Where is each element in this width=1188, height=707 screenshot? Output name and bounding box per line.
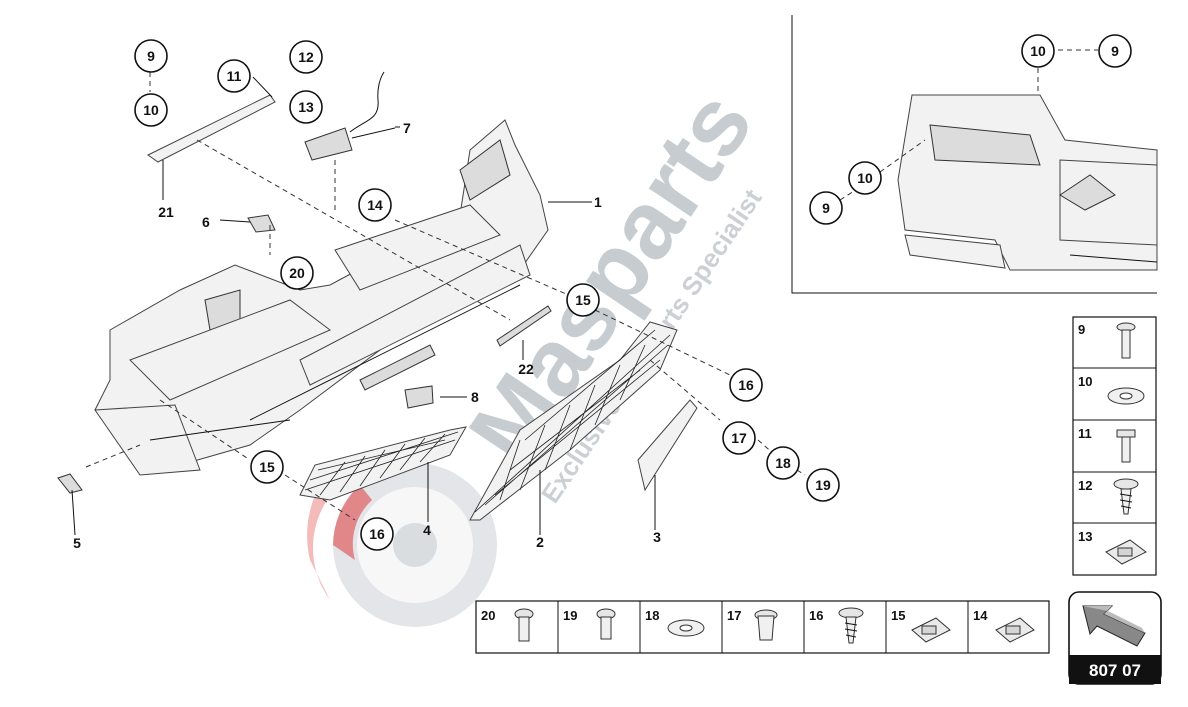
callout-22: 22 bbox=[518, 361, 534, 377]
side-table-label-11: 11 bbox=[1078, 426, 1092, 441]
bottom-fastener-table: 20 19 18 17 16 15 14 bbox=[475, 600, 1050, 654]
direction-arrow-icon bbox=[1082, 605, 1146, 647]
clip-nut-icon bbox=[1105, 539, 1147, 565]
center-grille bbox=[469, 321, 678, 521]
bottom-table-label-18: 18 bbox=[645, 608, 659, 623]
bottom-table-label-20: 20 bbox=[481, 608, 495, 623]
lower-grille-left bbox=[299, 426, 467, 501]
watermark-wheel-icon bbox=[307, 463, 497, 627]
callout-16-left: 16 bbox=[369, 526, 385, 542]
diagram-code: 807 07 bbox=[1089, 661, 1141, 680]
callout-8: 8 bbox=[471, 389, 479, 405]
side-fastener-table: 9 10 11 12 13 bbox=[1072, 316, 1157, 576]
callout-19: 19 bbox=[815, 477, 831, 493]
callout-1: 1 bbox=[594, 194, 602, 210]
side-table-label-12: 12 bbox=[1078, 478, 1092, 493]
self-tapping-screw-icon bbox=[838, 607, 864, 644]
washer-icon bbox=[667, 619, 705, 637]
callout-21: 21 bbox=[158, 204, 174, 220]
clip-nut-icon bbox=[911, 617, 951, 643]
sensor-part-8 bbox=[404, 385, 434, 409]
callout-15-left: 15 bbox=[259, 459, 275, 475]
callout-4: 4 bbox=[423, 522, 431, 538]
strip-part-22 bbox=[496, 305, 552, 347]
license-plate-bracket bbox=[637, 399, 698, 492]
callout-17: 17 bbox=[731, 430, 747, 446]
side-table-label-10: 10 bbox=[1078, 374, 1092, 389]
callout-9: 9 bbox=[147, 48, 155, 64]
callout-10: 10 bbox=[143, 102, 159, 118]
bottom-table-label-16: 16 bbox=[809, 608, 823, 623]
callouts: 1 2 3 4 5 6 7 8 21 22 9 10 11 12 13 14 2… bbox=[73, 39, 840, 551]
callout-6: 6 bbox=[202, 214, 210, 230]
washer-icon bbox=[1107, 387, 1145, 405]
bottom-table-label-17: 17 bbox=[727, 608, 741, 623]
bottom-table-label-15: 15 bbox=[891, 608, 905, 623]
callout-inset-9b: 9 bbox=[822, 200, 830, 216]
callout-3: 3 bbox=[653, 529, 661, 545]
bumper-assembly bbox=[57, 71, 698, 521]
inset-bumper-drawing bbox=[897, 94, 1158, 271]
callout-11: 11 bbox=[227, 68, 242, 84]
direction-badge: 807 07 bbox=[1068, 591, 1162, 685]
mounting-rail bbox=[147, 94, 276, 163]
self-tapping-screw-icon bbox=[1113, 478, 1139, 515]
callout-15-right: 15 bbox=[575, 292, 591, 308]
torx-bolt-icon bbox=[596, 608, 616, 640]
screw-icon bbox=[1116, 322, 1136, 359]
leader-lines bbox=[71, 72, 806, 536]
bolt-icon bbox=[1116, 429, 1136, 463]
callout-inset-10a: 10 bbox=[1030, 43, 1046, 59]
callout-7: 7 bbox=[403, 120, 411, 136]
callout-5: 5 bbox=[73, 535, 81, 551]
callout-18: 18 bbox=[775, 455, 791, 471]
inset-detail: 10 9 10 9 bbox=[791, 15, 1158, 294]
bracket-part-5 bbox=[57, 473, 83, 494]
bottom-table-label-19: 19 bbox=[563, 608, 577, 623]
callout-inset-9a: 9 bbox=[1111, 43, 1119, 59]
side-table-label-13: 13 bbox=[1078, 529, 1092, 544]
bottom-table-label-14: 14 bbox=[973, 608, 988, 623]
spacer-sleeve-icon bbox=[754, 609, 778, 641]
callout-14: 14 bbox=[367, 197, 383, 213]
callout-13: 13 bbox=[298, 99, 314, 115]
callout-inset-10b: 10 bbox=[857, 170, 873, 186]
callout-2: 2 bbox=[536, 534, 544, 550]
torx-bolt-icon bbox=[514, 608, 534, 642]
camera-part-7 bbox=[304, 71, 396, 161]
side-table-label-9: 9 bbox=[1078, 322, 1085, 337]
callout-20: 20 bbox=[289, 265, 305, 281]
callout-12: 12 bbox=[298, 49, 314, 65]
clip-nut-icon bbox=[995, 617, 1035, 643]
callout-16-right: 16 bbox=[738, 377, 754, 393]
bracket-part-6 bbox=[247, 214, 276, 233]
